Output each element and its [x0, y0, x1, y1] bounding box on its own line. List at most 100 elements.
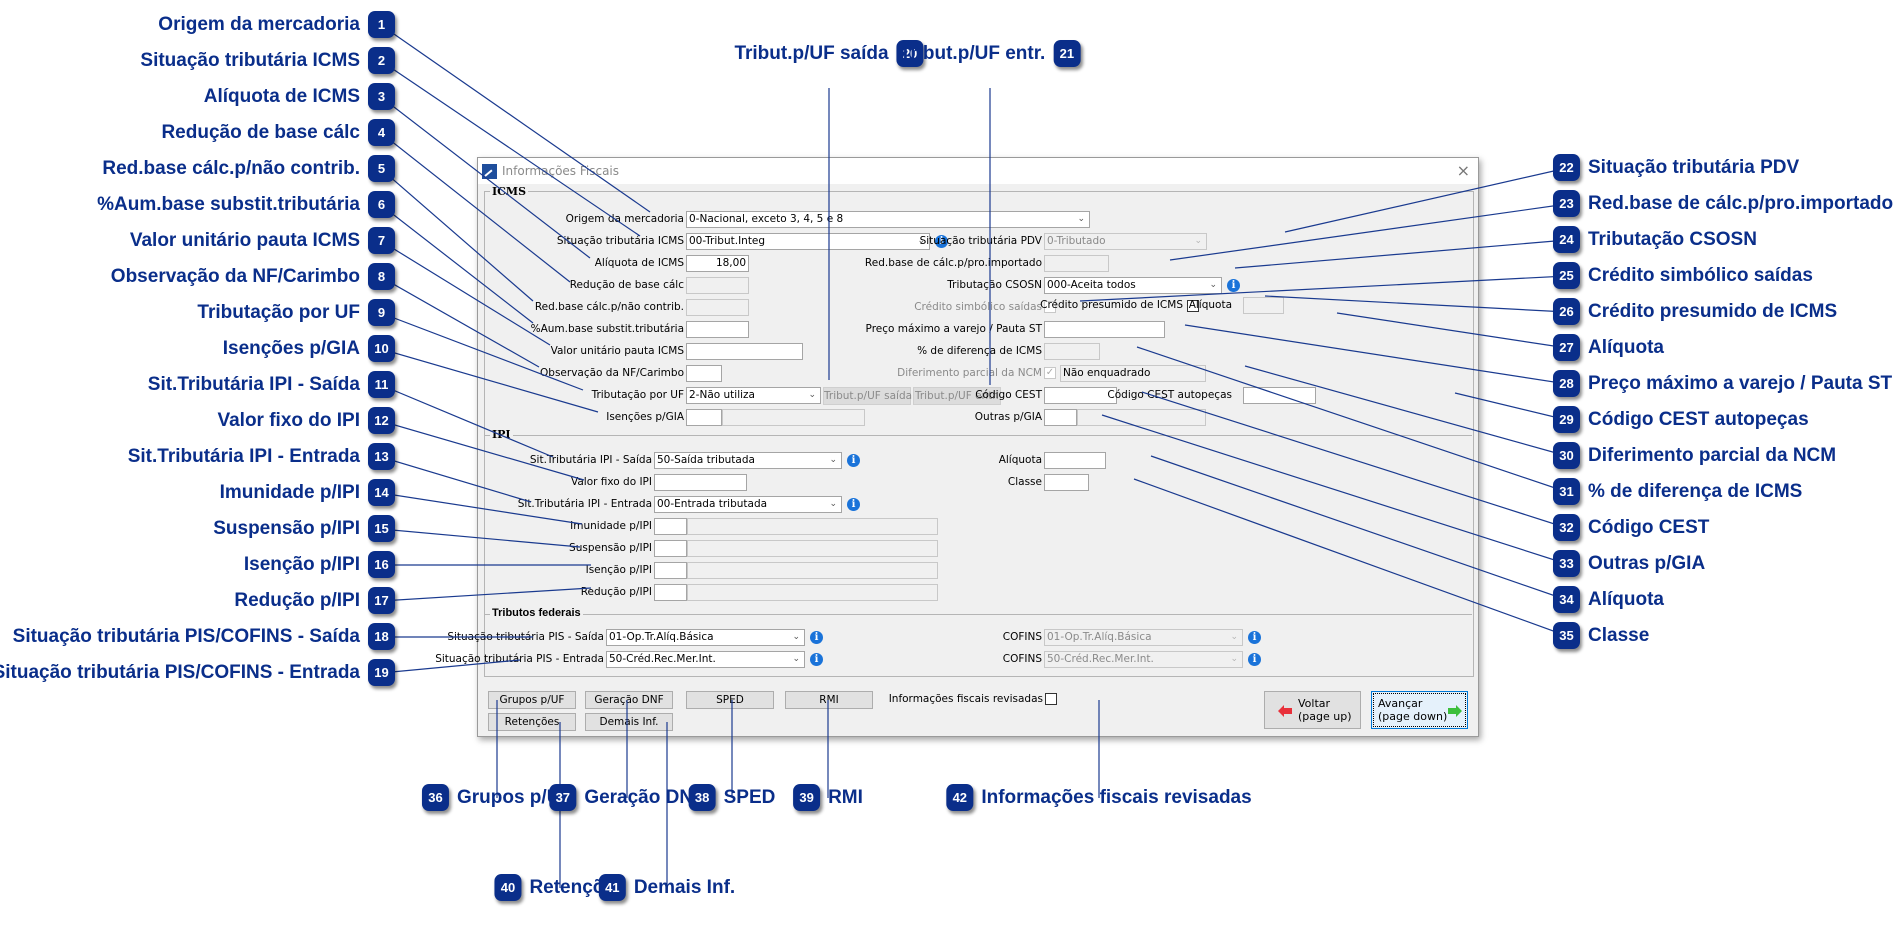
- callout-badge: 31: [1553, 478, 1580, 505]
- ipi-isencao-desc-field: [687, 562, 938, 579]
- callout-badge: 33: [1553, 550, 1580, 577]
- callout-label: Geração DNF: [584, 786, 705, 808]
- callout-5: Red.base cálc.p/não contrib.5: [102, 155, 395, 182]
- cest-field[interactable]: [1044, 387, 1117, 404]
- callout-badge: 27: [1553, 334, 1580, 361]
- info-icon[interactable]: i: [1248, 631, 1261, 644]
- ipi-aliquota-field[interactable]: [1044, 452, 1106, 469]
- callout-37: 37 Geração DNF: [549, 784, 705, 811]
- callout-label: Imunidade p/IPI: [219, 481, 360, 503]
- callout-33: 33 Outras p/GIA: [1553, 550, 1705, 577]
- avancar-button[interactable]: Avançar (page down): [1371, 691, 1468, 729]
- origem-select[interactable]: 0-Nacional, exceto 3, 4, 5 e 8⌄: [686, 211, 1090, 228]
- origem-label: Origem da mercadoria: [565, 213, 684, 225]
- chevron-down-icon: ⌄: [1230, 632, 1238, 642]
- ipi-suspensao-desc-field: [687, 540, 938, 557]
- dif-icms-label: % de diferença de ICMS: [917, 345, 1042, 357]
- pis-entrada-select[interactable]: 50-Créd.Rec.Mer.Int.⌄: [606, 651, 805, 668]
- federais-divider: [484, 614, 1472, 615]
- cest-label: Código CEST: [975, 389, 1042, 401]
- info-icon[interactable]: i: [1227, 279, 1240, 292]
- callout-badge: 41: [598, 874, 626, 901]
- grupos-uf-button[interactable]: Grupos p/UF: [488, 691, 576, 709]
- trib-csosn-select[interactable]: 000-Aceita todos⌄: [1044, 277, 1222, 294]
- callout-label: Observação da NF/Carimbo: [110, 265, 360, 287]
- preco-max-field[interactable]: [1044, 321, 1165, 338]
- callout-label: Preço máximo a varejo / Pauta ST: [1588, 372, 1893, 394]
- revisadas-checkbox[interactable]: [1045, 693, 1057, 705]
- valor-pauta-field[interactable]: [686, 343, 803, 360]
- callout-label: Situação tributária ICMS: [140, 49, 360, 71]
- trib-uf-saida-button[interactable]: Tribut.p/UF saída: [823, 387, 912, 405]
- ipi-classe-field[interactable]: [1044, 474, 1089, 491]
- callout-badge: 18: [368, 623, 395, 650]
- rmi-button[interactable]: RMI: [785, 691, 873, 709]
- ipi-imunidade-label: Imunidade p/IPI: [570, 520, 652, 532]
- callout-badge: 19: [368, 659, 395, 686]
- sit-trib-icms-select[interactable]: 00-Tribut.Integ⌄: [686, 233, 930, 250]
- demais-inf-button[interactable]: Demais Inf.: [585, 713, 673, 731]
- callout-label: Classe: [1588, 624, 1650, 646]
- credito-simbolico-checkbox[interactable]: [1044, 301, 1056, 313]
- geracao-dnf-button[interactable]: Geração DNF: [585, 691, 673, 709]
- info-icon[interactable]: i: [810, 631, 823, 644]
- callout-badge: 25: [1553, 262, 1580, 289]
- retencoes-button[interactable]: Retenções: [488, 713, 576, 731]
- info-icon[interactable]: i: [1248, 653, 1261, 666]
- callout-label: Suspensão p/IPI: [213, 517, 360, 539]
- aliquota-presumido-label: Alíquota: [1188, 299, 1232, 311]
- chevron-down-icon: ⌄: [1194, 236, 1202, 246]
- dialog-title: Informações Fiscais: [502, 164, 620, 178]
- chevron-down-icon: ⌄: [1209, 280, 1217, 290]
- sped-button[interactable]: SPED: [686, 691, 774, 709]
- callout-label: SPED: [723, 786, 776, 808]
- ipi-valor-fixo-field[interactable]: [654, 474, 747, 491]
- aum-base-st-field[interactable]: [686, 321, 749, 338]
- callout-label: RMI: [828, 786, 863, 808]
- info-icon[interactable]: i: [847, 498, 860, 511]
- ipi-sit-saida-select[interactable]: 50-Saída tributada⌄: [654, 452, 842, 469]
- ipi-imunidade-code-field[interactable]: [654, 518, 687, 535]
- pis-saida-select[interactable]: 01-Op.Tr.Alíq.Básica⌄: [606, 629, 805, 646]
- diferimento-checkbox[interactable]: ✓: [1044, 367, 1056, 379]
- callout-badge: 37: [549, 784, 577, 811]
- ipi-sit-entrada-select[interactable]: 00-Entrada tributada⌄: [654, 496, 842, 513]
- sit-trib-pdv-label: Situação tributária PDV: [919, 235, 1042, 247]
- ipi-reducao-desc-field: [687, 584, 938, 601]
- close-icon[interactable]: ×: [1456, 161, 1470, 180]
- observacao-field[interactable]: [686, 365, 722, 382]
- info-icon[interactable]: i: [935, 235, 948, 248]
- outras-gia-code-field[interactable]: [1044, 409, 1077, 426]
- callout-label: Tribut.p/UF saída: [734, 42, 889, 64]
- trib-uf-entr-button[interactable]: Tribut.p/UF entr.: [913, 387, 1001, 405]
- ipi-isencao-code-field[interactable]: [654, 562, 687, 579]
- callout-label: Outras p/GIA: [1588, 552, 1706, 574]
- info-icon[interactable]: i: [810, 653, 823, 666]
- callout-badge: 12: [368, 407, 395, 434]
- preco-max-label: Preço máximo a varejo / Pauta ST: [865, 323, 1042, 335]
- aliquota-icms-field[interactable]: 18,00: [686, 255, 749, 272]
- observacao-label: Observação da NF/Carimbo: [540, 367, 684, 379]
- ipi-suspensao-code-field[interactable]: [654, 540, 687, 557]
- cest-autopecas-field[interactable]: [1243, 387, 1316, 404]
- ipi-reducao-code-field[interactable]: [654, 584, 687, 601]
- isencoes-gia-code-field[interactable]: [686, 409, 722, 426]
- voltar-button[interactable]: Voltar (page up): [1264, 691, 1361, 729]
- info-icon[interactable]: i: [847, 454, 860, 467]
- callout-badge: 34: [1553, 586, 1580, 613]
- callout-badge: 6: [368, 191, 395, 218]
- callout-badge: 26: [1553, 298, 1580, 325]
- trib-uf-label: Tributação por UF: [591, 389, 684, 401]
- trib-uf-select[interactable]: 2-Não utiliza⌄: [686, 387, 821, 404]
